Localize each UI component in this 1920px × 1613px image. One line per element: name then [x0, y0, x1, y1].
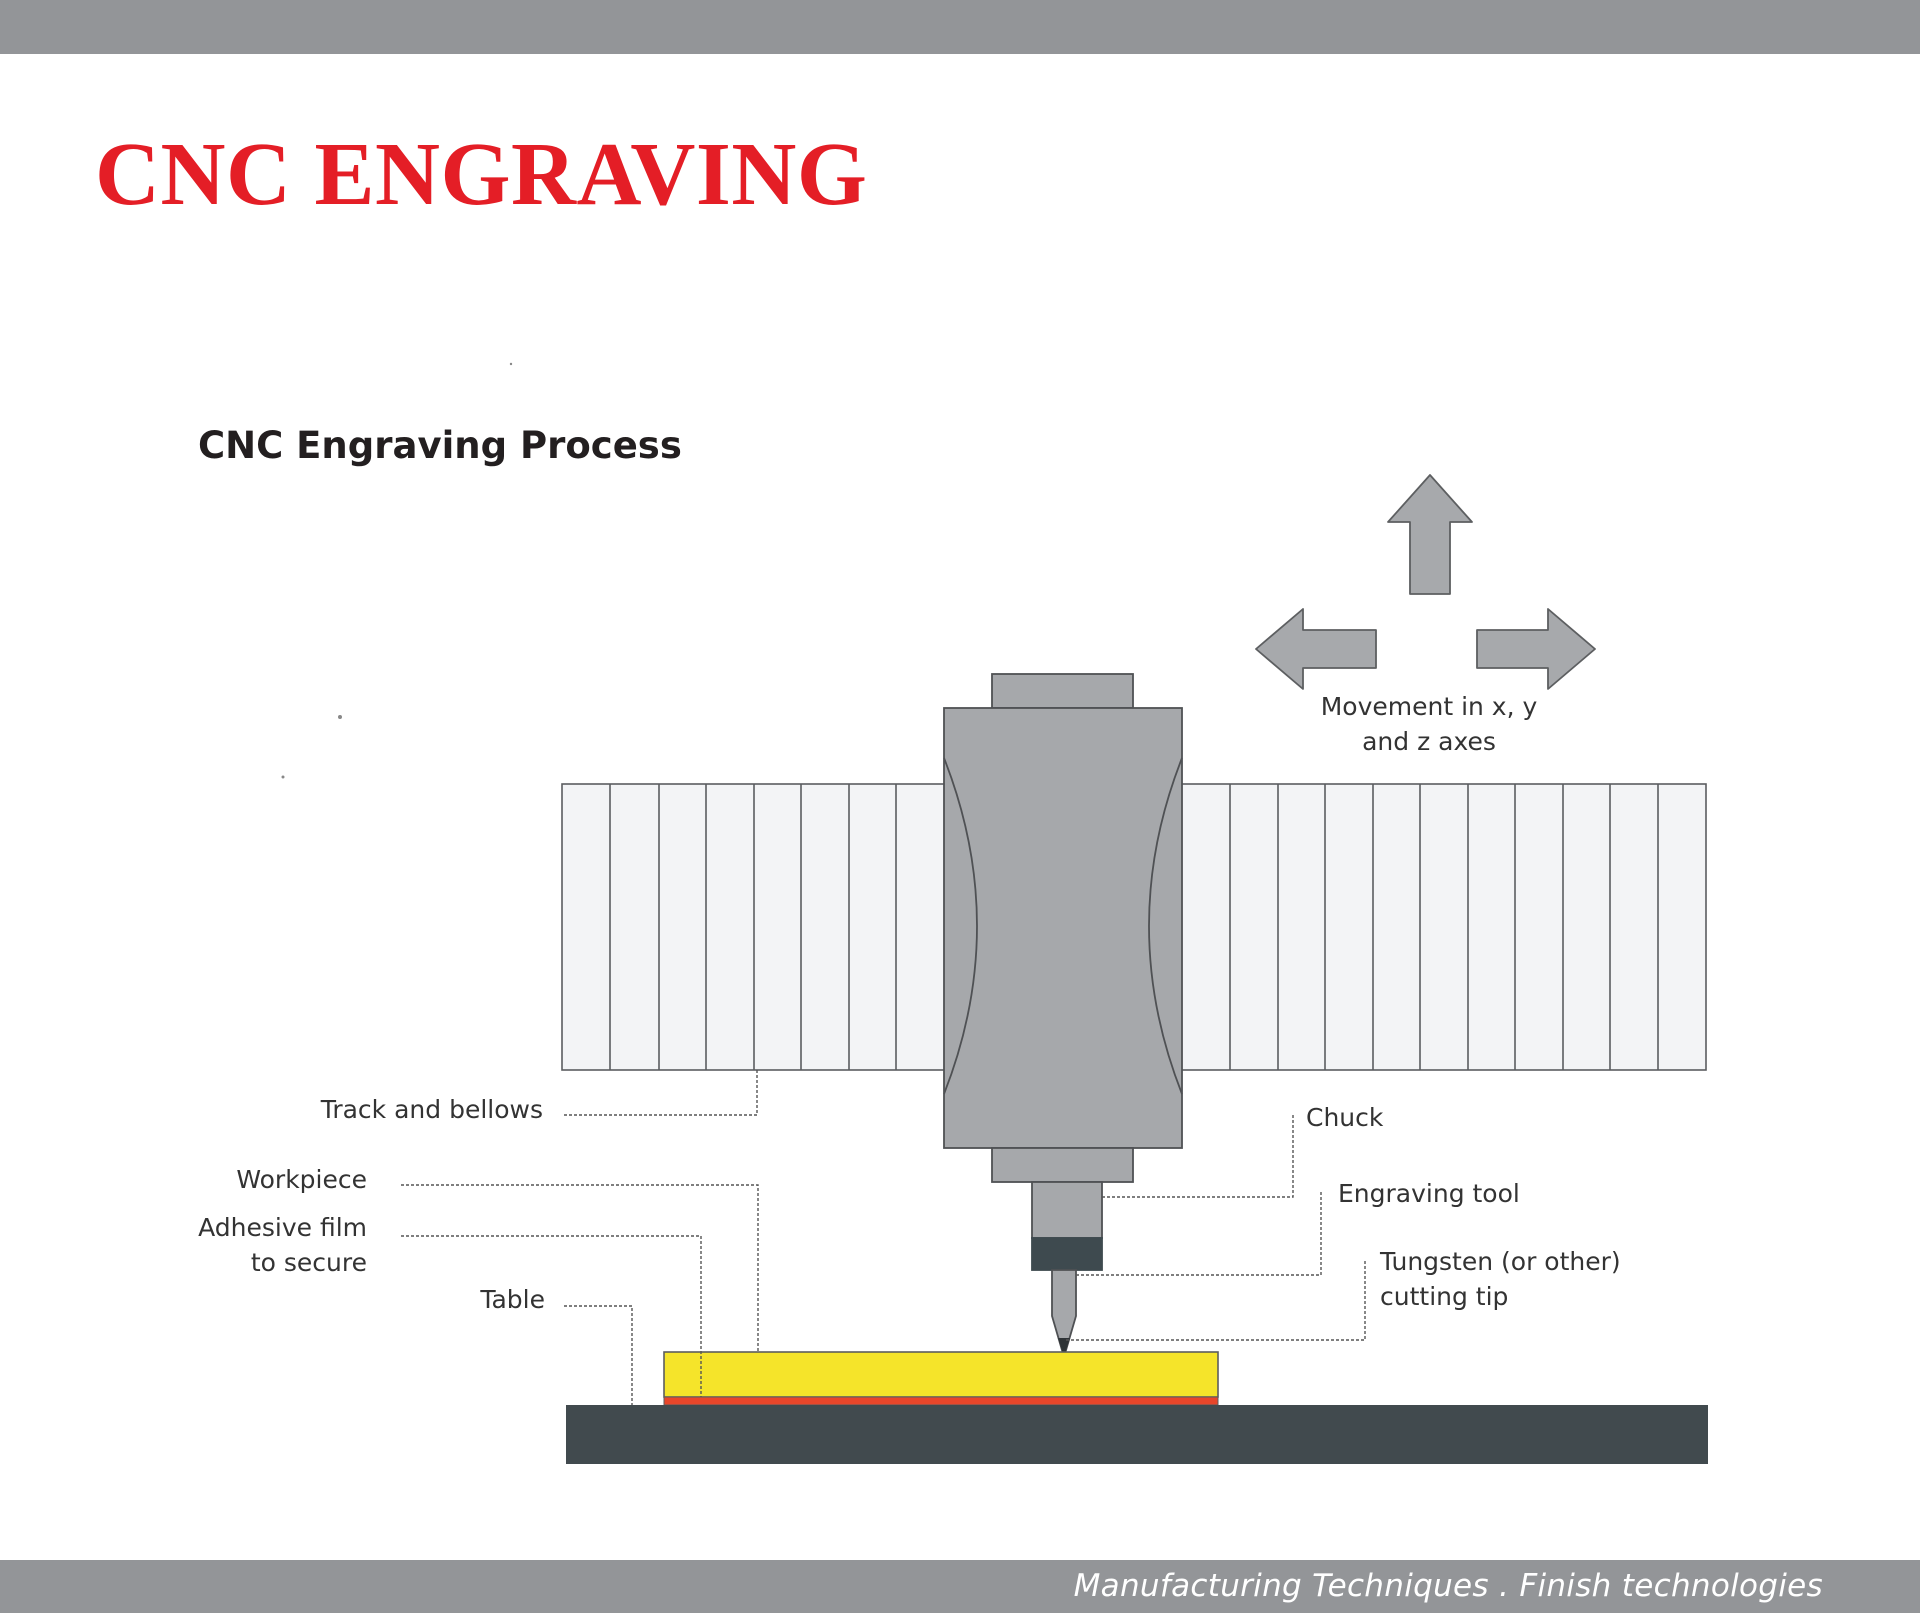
label-table: Table: [479, 1285, 545, 1314]
leader-lines: [401, 1070, 1366, 1405]
label-workpiece: Workpiece: [236, 1165, 367, 1194]
speck: [281, 775, 285, 779]
table: [566, 1405, 1708, 1464]
label-track-and-bellows: Track and bellows: [320, 1095, 543, 1124]
movement-label-line1: Movement in x, y: [1321, 692, 1538, 721]
label-cutting-tip-line1: Tungsten (or other): [1379, 1247, 1621, 1276]
label-cutting-tip-line2: cutting tip: [1380, 1282, 1508, 1311]
adhesive-film: [663, 1396, 1219, 1406]
page-title: CNC ENGRAVING: [95, 125, 868, 224]
speck: [509, 362, 513, 366]
label-adhesive-film-line1: Adhesive film: [198, 1213, 367, 1242]
engraving-tool: [1031, 1181, 1103, 1361]
diagram-subtitle: CNC Engraving Process: [198, 424, 682, 467]
cutting-tip-icon: [1051, 1269, 1077, 1361]
workpiece: [663, 1351, 1219, 1398]
label-adhesive-film-line2: to secure: [251, 1248, 367, 1277]
movement-arrows: [1255, 474, 1596, 690]
movement-label-line2: and z axes: [1362, 727, 1496, 756]
bottom-bar: Manufacturing Techniques . Finish techno…: [0, 1560, 1920, 1613]
footer-text: Manufacturing Techniques . Finish techno…: [1073, 1568, 1823, 1604]
spindle-head: [943, 673, 1183, 1183]
arrow-right-icon: [1476, 608, 1596, 690]
speck: [338, 715, 342, 719]
top-bar: [0, 0, 1920, 54]
label-chuck: Chuck: [1306, 1103, 1384, 1132]
arrow-up-icon: [1387, 474, 1473, 595]
arrow-left-icon: [1255, 608, 1377, 690]
label-engraving-tool: Engraving tool: [1338, 1179, 1520, 1208]
